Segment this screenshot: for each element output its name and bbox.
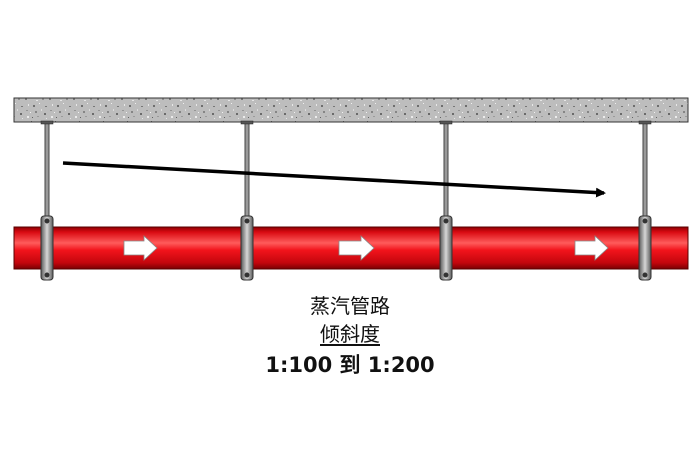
pipe-clamp-3	[439, 215, 453, 281]
flow-arrows	[123, 235, 609, 261]
ceiling-slab	[13, 97, 689, 123]
right-arrow-icon	[123, 235, 158, 261]
right-arrow-icon	[574, 235, 609, 261]
slope-ratio: 1:100 到 1:200	[265, 353, 435, 377]
diagram-title: 蒸汽管路	[310, 294, 390, 318]
slope-label: 倾斜度	[320, 322, 380, 346]
right-arrow-icon	[338, 235, 375, 261]
hanger-rod-1	[44, 121, 50, 219]
pipe-clamps	[40, 215, 652, 281]
hanger-rod-4	[642, 121, 648, 219]
hanger-rods	[44, 121, 648, 219]
pipe-clamp-1	[40, 215, 54, 281]
hanger-plates	[40, 120, 652, 125]
hanger-rod-3	[443, 121, 449, 219]
hanger-rod-2	[244, 121, 250, 219]
slope-arrow-icon	[62, 161, 606, 198]
pipe-clamp-4	[638, 215, 652, 281]
pipe-clamp-2	[240, 215, 254, 281]
steam-pipe-diagram	[13, 97, 689, 281]
